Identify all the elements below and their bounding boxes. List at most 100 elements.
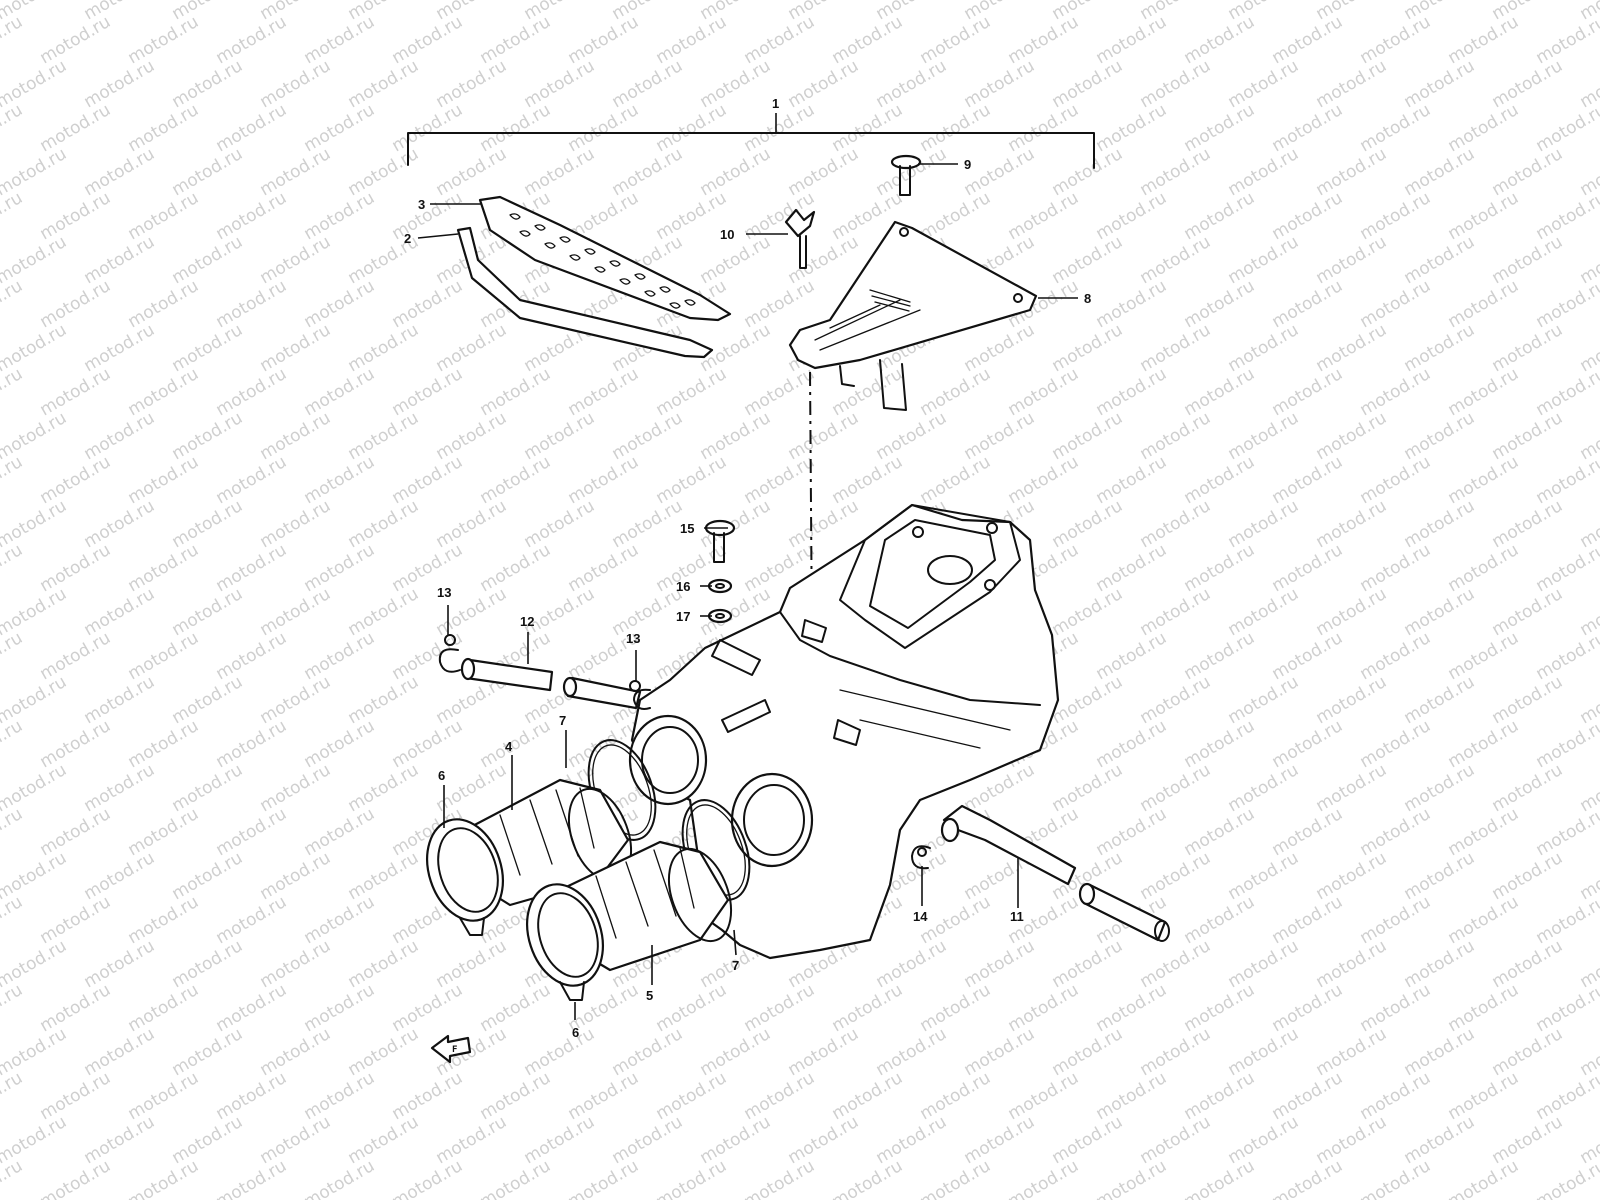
watermark-text: motod.ru bbox=[1401, 496, 1479, 552]
watermark-text: motod.ru bbox=[1225, 144, 1303, 200]
watermark-text: motod.ru bbox=[1269, 540, 1347, 596]
watermark-text: motod.ru bbox=[1005, 452, 1083, 508]
watermark-text: motod.ru bbox=[213, 452, 291, 508]
watermark-text: motod.ru bbox=[1445, 1068, 1523, 1124]
watermark-text: motod.ru bbox=[565, 100, 643, 156]
watermark-text: motod.ru bbox=[345, 1024, 423, 1080]
watermark-text: motod.ru bbox=[1137, 1112, 1215, 1168]
watermark-text: motod.ru bbox=[697, 144, 775, 200]
watermark-text: motod.ru bbox=[1445, 628, 1523, 684]
watermark-text: motod.ru bbox=[1357, 628, 1435, 684]
watermark-text: motod.ru bbox=[81, 56, 159, 112]
watermark-text: motod.ru bbox=[301, 628, 379, 684]
watermark-text: motod.ru bbox=[1269, 628, 1347, 684]
watermark-text: motod.ru bbox=[1181, 12, 1259, 68]
watermark-text: motod.ru bbox=[829, 12, 907, 68]
clip-14 bbox=[911, 845, 931, 870]
watermark-text: motod.ru bbox=[477, 364, 555, 420]
watermark-text: motod.ru bbox=[1533, 100, 1600, 156]
watermark-text: motod.ru bbox=[81, 672, 159, 728]
watermark-text: motod.ru bbox=[609, 144, 687, 200]
watermark-text: motod.ru bbox=[81, 584, 159, 640]
watermark-text: motod.ru bbox=[1137, 848, 1215, 904]
watermark-text: motod.ru bbox=[213, 540, 291, 596]
watermark-text: motod.ru bbox=[1313, 672, 1391, 728]
watermark-text: motod.ru bbox=[565, 452, 643, 508]
watermark-text: motod.ru bbox=[257, 320, 335, 376]
watermark-text: motod.ru bbox=[1445, 276, 1523, 332]
watermark-text: motod.ru bbox=[961, 56, 1039, 112]
watermark-text: motod.ru bbox=[1225, 496, 1303, 552]
watermark-text: motod.ru bbox=[1181, 364, 1259, 420]
watermark-text: motod.ru bbox=[1093, 452, 1171, 508]
watermark-text: motod.ru bbox=[873, 1024, 951, 1080]
watermark-text: motod.ru bbox=[389, 276, 467, 332]
hose-12 bbox=[460, 657, 642, 710]
watermark-text: motod.ru bbox=[1049, 496, 1127, 552]
wing-bolt-10 bbox=[784, 208, 816, 269]
watermark-text: motod.ru bbox=[653, 1068, 731, 1124]
watermark-text: motod.ru bbox=[565, 540, 643, 596]
watermark-text: motod.ru bbox=[0, 540, 26, 596]
watermark-text: motod.ru bbox=[169, 936, 247, 992]
callout-3: 3 bbox=[418, 197, 425, 212]
drain-hose-11 bbox=[940, 804, 1170, 942]
watermark-text: motod.ru bbox=[213, 364, 291, 420]
watermark-text: motod.ru bbox=[521, 56, 599, 112]
watermark-text: motod.ru bbox=[0, 980, 26, 1036]
watermark-text: motod.ru bbox=[1049, 408, 1127, 464]
watermark-text: motod.ru bbox=[1225, 408, 1303, 464]
watermark-text: motod.ru bbox=[301, 1068, 379, 1124]
watermark-text: motod.ru bbox=[169, 584, 247, 640]
watermark-text: motod.ru bbox=[1005, 1156, 1083, 1200]
watermark-text: motod.ru bbox=[1533, 804, 1600, 860]
watermark-text: motod.ru bbox=[1181, 452, 1259, 508]
watermark-text: motod.ru bbox=[1093, 1068, 1171, 1124]
watermark-text: motod.ru bbox=[1401, 936, 1479, 992]
watermark-text: motod.ru bbox=[169, 1112, 247, 1168]
watermark-text: motod.ru bbox=[301, 100, 379, 156]
watermark-text: motod.ru bbox=[0, 12, 26, 68]
watermark-text: motod.ru bbox=[81, 144, 159, 200]
callout-7a: 7 bbox=[559, 713, 566, 728]
watermark-text: motod.ru bbox=[1401, 848, 1479, 904]
watermark-text: motod.ru bbox=[125, 1068, 203, 1124]
watermark-text: motod.ru bbox=[125, 1156, 203, 1200]
watermark-text: motod.ru bbox=[1049, 232, 1127, 288]
watermark-text: motod.ru bbox=[213, 980, 291, 1036]
watermark-text: motod.ru bbox=[1269, 1068, 1347, 1124]
watermark-text: motod.ru bbox=[257, 144, 335, 200]
watermark-text: motod.ru bbox=[1357, 716, 1435, 772]
watermark-text: motod.ru bbox=[1137, 584, 1215, 640]
watermark-text: motod.ru bbox=[1137, 1024, 1215, 1080]
watermark-text: motod.ru bbox=[1357, 188, 1435, 244]
watermark-text: motod.ru bbox=[389, 1068, 467, 1124]
watermark-text: motod.ru bbox=[917, 452, 995, 508]
watermark-text: motod.ru bbox=[1093, 980, 1171, 1036]
watermark-text: motod.ru bbox=[257, 408, 335, 464]
watermark-text: motod.ru bbox=[81, 936, 159, 992]
watermark-text: motod.ru bbox=[1049, 584, 1127, 640]
watermark-text: motod.ru bbox=[389, 12, 467, 68]
watermark-text: motod.ru bbox=[1357, 452, 1435, 508]
watermark-text: motod.ru bbox=[961, 408, 1039, 464]
watermark-text: motod.ru bbox=[0, 892, 26, 948]
watermark-text: motod.ru bbox=[0, 364, 26, 420]
watermark-text: motod.ru bbox=[917, 1156, 995, 1200]
watermark-text: motod.ru bbox=[1225, 936, 1303, 992]
watermark-text: motod.ru bbox=[741, 12, 819, 68]
watermark-text: motod.ru bbox=[0, 804, 26, 860]
watermark-text: motod.ru bbox=[565, 364, 643, 420]
watermark-text: motod.ru bbox=[565, 1156, 643, 1200]
watermark-text: motod.ru bbox=[1357, 1156, 1435, 1200]
watermark-text: motod.ru bbox=[213, 276, 291, 332]
watermark-text: motod.ru bbox=[81, 760, 159, 816]
watermark-text: motod.ru bbox=[477, 12, 555, 68]
watermark-text: motod.ru bbox=[257, 496, 335, 552]
clamp-6a bbox=[426, 818, 504, 936]
bolt-9 bbox=[890, 154, 922, 196]
watermark-text: motod.ru bbox=[1313, 584, 1391, 640]
watermark-text: motod.ru bbox=[257, 672, 335, 728]
watermark-text: motod.ru bbox=[389, 188, 467, 244]
watermark-text: motod.ru bbox=[1401, 1024, 1479, 1080]
